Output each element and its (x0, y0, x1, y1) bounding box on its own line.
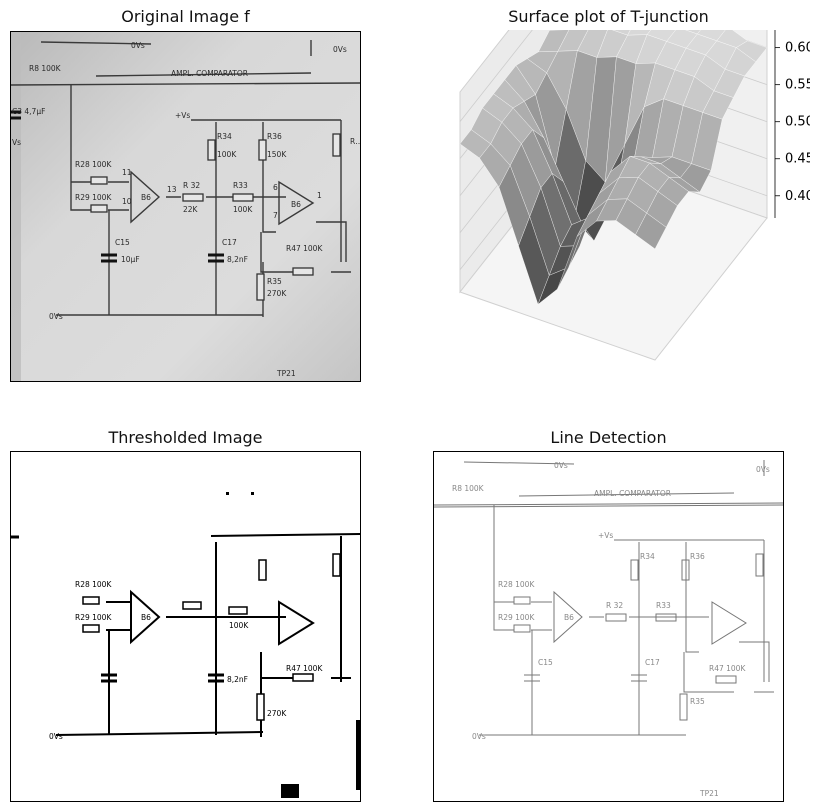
label-opamp1-pin-out: 13 (167, 185, 177, 194)
label-thresh-r33: 100K (229, 621, 249, 630)
label-section: AMPL. COMPARATOR (171, 69, 248, 78)
label-supply-top-right: 0Vs (333, 45, 347, 54)
schematic-threshold: R28 100K R29 100K B6 100K 8,2nF R47 100K… (11, 452, 360, 801)
surface-cell (635, 212, 667, 250)
label-thresh-r28: R28 100K (75, 580, 112, 589)
label-opamp2-pin7: 7 (273, 211, 278, 220)
label-opamp2-pin6: 6 (273, 183, 278, 192)
panel-title-original: Original Image f (121, 7, 250, 26)
surface-plot: 0.60 0.55 0.50 0.45 0.40 (459, 30, 810, 361)
original-image: 0Vs 0Vs R8 100K AMPL. COMPARATOR C3 4,7µ… (10, 31, 361, 382)
label-opamp1-pin-minus: 10 (122, 197, 132, 206)
label-r32-value: 22K (183, 205, 199, 214)
label-c17: C17 (222, 238, 237, 247)
label-thresh-c17: 8,2nF (227, 675, 248, 684)
thresholded-image: R28 100K R29 100K B6 100K 8,2nF R47 100K… (10, 451, 361, 802)
label-r28: R28 100K (75, 160, 112, 169)
label-header-resistor: R8 100K (29, 64, 62, 73)
label-c17-value: 8,2nF (227, 255, 248, 264)
label-lines-supply-top: 0Vs (554, 461, 568, 470)
label-lines-tp: TP21 (699, 789, 719, 798)
label-opamp2-pin-out: 1 (317, 191, 322, 200)
label-lines-r35: R35 (690, 697, 705, 706)
label-lines-r28: R28 100K (498, 580, 535, 589)
label-lines-r29: R29 100K (498, 613, 535, 622)
label-lines-r34: R34 (640, 552, 655, 561)
schematic-original: 0Vs 0Vs R8 100K AMPL. COMPARATOR C3 4,7µ… (11, 32, 361, 381)
label-lines-r32: R 32 (606, 601, 623, 610)
label-lines-bottom-supply: 0Vs (472, 732, 486, 741)
z-gridline (459, 30, 768, 122)
label-lines-r47: R47 100K (709, 664, 746, 673)
label-lines-r33: R33 (656, 601, 671, 610)
label-thresh-r35: 270K (267, 709, 287, 718)
label-right-r: R… (350, 137, 361, 146)
label-thresh-opamp1: B6 (141, 613, 151, 622)
label-lines-r36: R36 (690, 552, 705, 561)
label-opamp1: B6 (141, 193, 151, 202)
label-tp: TP21 (276, 369, 296, 378)
label-positive-supply: +Vs (175, 111, 190, 120)
label-lines-supply-top-right: 0Vs (756, 465, 770, 474)
label-r36: R36 (267, 132, 282, 141)
label-r36-value: 150K (267, 150, 287, 159)
label-r34: R34 (217, 132, 232, 141)
label-r35-value: 270K (267, 289, 287, 298)
panel-title-threshold: Thresholded Image (108, 428, 263, 447)
label-lines-positive-supply: +Vs (598, 531, 613, 540)
label-r29: R29 100K (75, 193, 112, 202)
label-thresh-supply: 0Vs (49, 732, 63, 741)
panel-title-line-detection: Line Detection (550, 428, 667, 447)
schematic-lines: 0Vs 0Vs R8 100K AMPL. COMPARATOR +Vs R34… (434, 452, 783, 801)
label-lines-section: AMPL. COMPARATOR (594, 489, 671, 498)
line-detection-image: 0Vs 0Vs R8 100K AMPL. COMPARATOR +Vs R34… (433, 451, 784, 802)
label-r32: R 32 (183, 181, 200, 190)
z-tick-label: 0.60 (785, 41, 810, 56)
label-bottom-supply: 0Vs (49, 312, 63, 321)
label-left-supply: Vs (12, 138, 21, 147)
label-r33-value: 100K (233, 205, 253, 214)
z-tick-label: 0.55 (785, 78, 810, 93)
label-r33: R33 (233, 181, 248, 190)
z-tick-label: 0.45 (785, 152, 810, 167)
label-lines-c15: C15 (538, 658, 553, 667)
panel-title-surface: Surface plot of T-junction (508, 7, 709, 26)
label-thresh-r29: R29 100K (75, 613, 112, 622)
label-lines-opamp1: B6 (564, 613, 574, 622)
label-opamp2: B6 (291, 200, 301, 209)
label-lines-header: R8 100K (452, 484, 485, 493)
label-r35: R35 (267, 277, 282, 286)
label-lines-c17: C17 (645, 658, 660, 667)
z-tick-label: 0.40 (785, 189, 810, 204)
z-tick-label: 0.50 (785, 115, 810, 130)
label-left-cap: C3 4,7µF (12, 107, 45, 116)
label-thresh-r47: R47 100K (286, 664, 323, 673)
label-opamp1-pin-plus: 11 (122, 168, 132, 177)
label-c15-value: 10µF (121, 255, 140, 264)
label-r47: R47 100K (286, 244, 323, 253)
label-r34-value: 100K (217, 150, 237, 159)
label-c15: C15 (115, 238, 130, 247)
label-supply-top: 0Vs (131, 41, 145, 50)
